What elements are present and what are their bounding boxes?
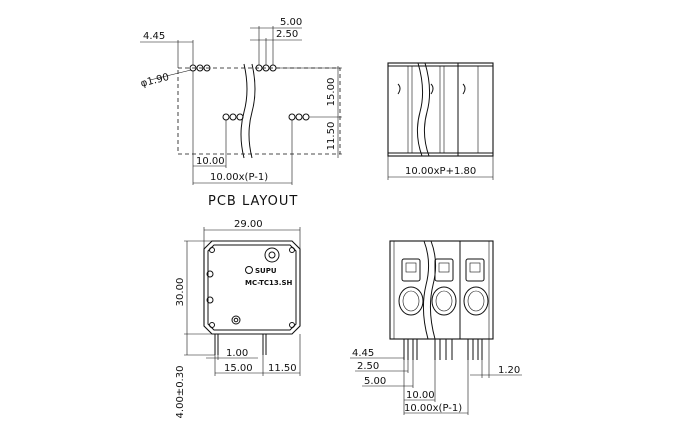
- dim-side-2-50: 2.50: [357, 361, 379, 372]
- hole-group-mid-left: [222, 113, 244, 121]
- dim-1-00: 1.00: [226, 348, 248, 359]
- logo-brand: SUPU: [255, 267, 277, 275]
- dim-15-00: 15.00: [326, 78, 337, 107]
- side-view: 4.45 2.50 5.00 10.00 10.00x(P-1) 1.20: [350, 240, 522, 415]
- dim-front-15-00: 15.00: [224, 363, 253, 374]
- front-round-boss: [264, 247, 280, 263]
- top-view: 10.00xP+1.80: [387, 62, 494, 180]
- front-view: SUPU MC-TC13.SH 29.00 30.00 4.00±0.30 1.…: [175, 219, 301, 419]
- pole-2: [431, 258, 457, 316]
- dim-side-10-00: 10.00: [406, 390, 435, 401]
- dim-pin-length: 4.00±0.30: [175, 366, 186, 419]
- side-body: [389, 240, 494, 340]
- dim-front-11-50: 11.50: [268, 363, 297, 374]
- dim-11-50: 11.50: [326, 122, 337, 151]
- dim-2-50: 2.50: [276, 29, 298, 40]
- dim-10-00: 10.00: [196, 156, 225, 167]
- pole-1: [398, 258, 424, 316]
- supu-logo: SUPU MC-TC13.SH: [245, 266, 292, 287]
- dim-total-width: 10.00xP+1.80: [405, 166, 476, 177]
- supu-logo-icon: [245, 266, 253, 274]
- dim-hole-diameter: φ1.90: [140, 72, 171, 90]
- dim-side-1-20: 1.20: [498, 365, 520, 376]
- dim-30-00: 30.00: [175, 278, 186, 307]
- pcb-layout-view: 4.45 5.00 2.50 φ1.90 15.00 11.50 10.00 1…: [140, 17, 342, 209]
- pcb-layout-title: PCB LAYOUT: [208, 194, 298, 209]
- dim-4-45: 4.45: [143, 31, 165, 42]
- break-line: [248, 63, 256, 159]
- break-line: [240, 63, 248, 159]
- top-view-body: [387, 62, 494, 157]
- front-body: [203, 240, 301, 335]
- logo-model: MC-TC13.SH: [245, 279, 292, 287]
- dim-29-00: 29.00: [234, 219, 263, 230]
- dim-5-00: 5.00: [280, 17, 302, 28]
- hole-group-mid-right: [288, 113, 310, 121]
- dim-side-4-45: 4.45: [352, 348, 374, 359]
- pcb-outline: [177, 67, 341, 155]
- dim-side-pitch: 10.00x(P-1): [404, 403, 462, 414]
- pole-3: [463, 258, 489, 316]
- side-pins: [403, 339, 483, 360]
- dim-side-5-00: 5.00: [364, 376, 386, 387]
- dim-pitch: 10.00x(P-1): [210, 172, 268, 183]
